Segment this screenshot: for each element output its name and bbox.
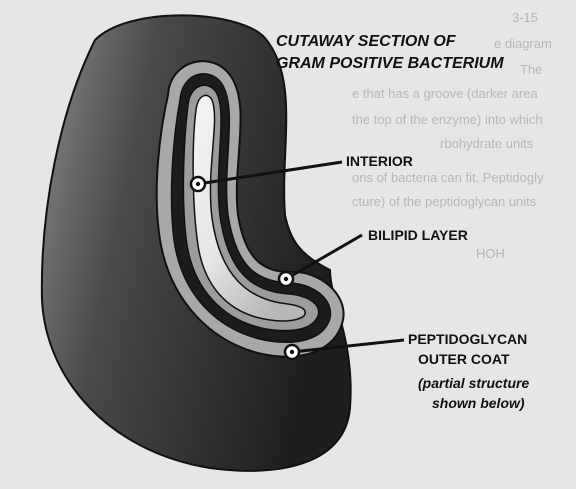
bg-text-line: cture) of the peptidoglycan units (352, 194, 537, 209)
diagram-title-line1: CUTAWAY SECTION OF (276, 33, 457, 50)
interior-label: INTERIOR (346, 153, 413, 169)
peptidoglycan-label-line3: (partial structure (418, 375, 529, 391)
bg-text-line: e diagram (494, 36, 552, 51)
bg-text-line: e that has a groove (darker area (352, 86, 538, 101)
peptidoglycan-label-line4: shown below) (432, 395, 525, 411)
diagram-title-line2: GRAM POSITIVE BACTERIUM (276, 55, 504, 72)
peptidoglycan-label-line2: OUTER COAT (418, 351, 510, 367)
bg-text-line: ons of bacteria can fit. Peptidogly (352, 170, 544, 185)
bg-text-line: rbohydrate units (440, 136, 534, 151)
bilipid-layer-label: BILIPID LAYER (368, 227, 468, 243)
bg-text-line: 3-15 (512, 10, 538, 25)
peptidoglycan-label-line1: PEPTIDOGLYCAN (408, 331, 527, 347)
bg-text-line: HOH (476, 246, 505, 261)
bg-text-line: the top of the enzyme) into which (352, 112, 543, 127)
bg-text-line: The (520, 62, 542, 77)
